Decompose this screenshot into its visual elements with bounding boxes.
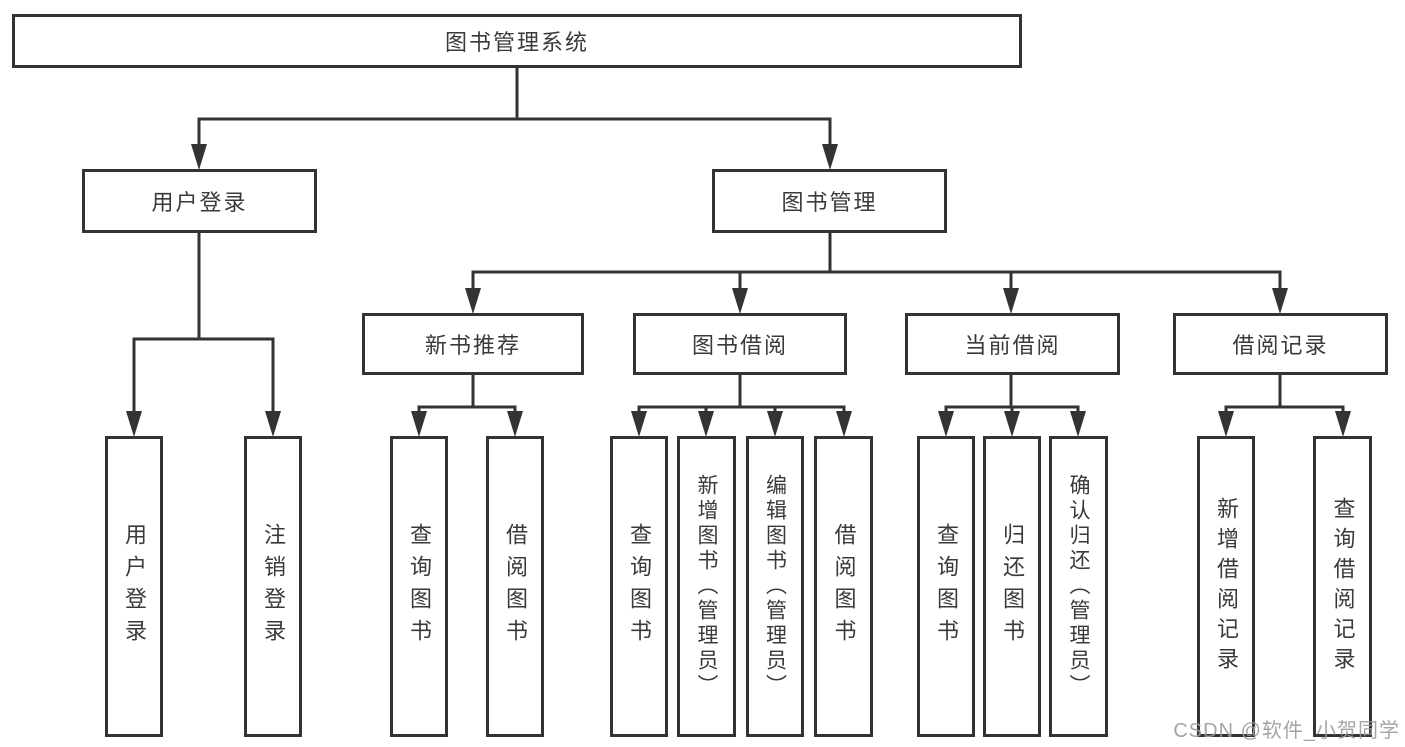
- leaf-add-borrow-record-label: 新增借阅记录: [1214, 496, 1239, 677]
- leaf-query-books-borrow: 查询图书: [610, 436, 668, 737]
- leaf-confirm-return-admin: 确认归还（管理员）: [1049, 436, 1108, 737]
- leaf-query-books-recommend-label: 查询图书: [407, 522, 432, 651]
- node-new-book-recommend-label: 新书推荐: [424, 333, 521, 358]
- csdn-watermark: CSDN @软件_小贺同学: [1173, 720, 1400, 742]
- node-root-label: 图书管理系统: [444, 30, 589, 55]
- leaf-return-books-label: 归还图书: [1000, 522, 1025, 651]
- node-user-login-label: 用户登录: [151, 190, 248, 215]
- leaf-borrow-books-label: 借阅图书: [831, 522, 857, 651]
- leaf-add-borrow-record: 新增借阅记录: [1197, 436, 1255, 737]
- leaf-edit-books-admin-label: 编辑图书（管理员）: [763, 474, 787, 699]
- node-current-borrow: 当前借阅: [905, 313, 1120, 375]
- node-book-borrow: 图书借阅: [633, 313, 847, 375]
- leaf-borrow-books-recommend: 借阅图书: [486, 436, 544, 737]
- leaf-confirm-return-admin-label: 确认归还（管理员）: [1067, 474, 1090, 699]
- leaf-query-books-recommend: 查询图书: [390, 436, 448, 737]
- node-new-book-recommend: 新书推荐: [362, 313, 584, 375]
- leaf-user-login: 用户登录: [105, 436, 163, 737]
- leaf-borrow-books-recommend-label: 借阅图书: [503, 522, 528, 651]
- leaf-logout-label: 注销登录: [261, 522, 286, 651]
- node-root: 图书管理系统: [12, 14, 1022, 68]
- node-book-management-label: 图书管理: [781, 190, 878, 215]
- leaf-query-borrow-record-label: 查询借阅记录: [1330, 496, 1356, 677]
- leaf-query-books-current: 查询图书: [917, 436, 975, 737]
- arrowheads: [126, 144, 1351, 437]
- leaf-edit-books-admin: 编辑图书（管理员）: [746, 436, 804, 737]
- leaf-query-borrow-record: 查询借阅记录: [1313, 436, 1372, 737]
- leaf-return-books: 归还图书: [983, 436, 1041, 737]
- leaf-logout: 注销登录: [244, 436, 302, 737]
- leaf-add-books-admin: 新增图书（管理员）: [677, 436, 736, 737]
- leaf-query-books-current-label: 查询图书: [934, 522, 959, 651]
- leaf-user-login-label: 用户登录: [122, 522, 147, 651]
- node-borrow-records-label: 借阅记录: [1232, 333, 1329, 358]
- node-borrow-records: 借阅记录: [1173, 313, 1388, 375]
- node-book-borrow-label: 图书借阅: [691, 333, 788, 358]
- leaf-add-books-admin-label: 新增图书（管理员）: [695, 474, 718, 699]
- node-book-management: 图书管理: [712, 169, 947, 233]
- node-current-borrow-label: 当前借阅: [964, 333, 1061, 358]
- leaf-query-books-borrow-label: 查询图书: [627, 522, 652, 651]
- leaf-borrow-books: 借阅图书: [814, 436, 873, 737]
- node-user-login: 用户登录: [82, 169, 317, 233]
